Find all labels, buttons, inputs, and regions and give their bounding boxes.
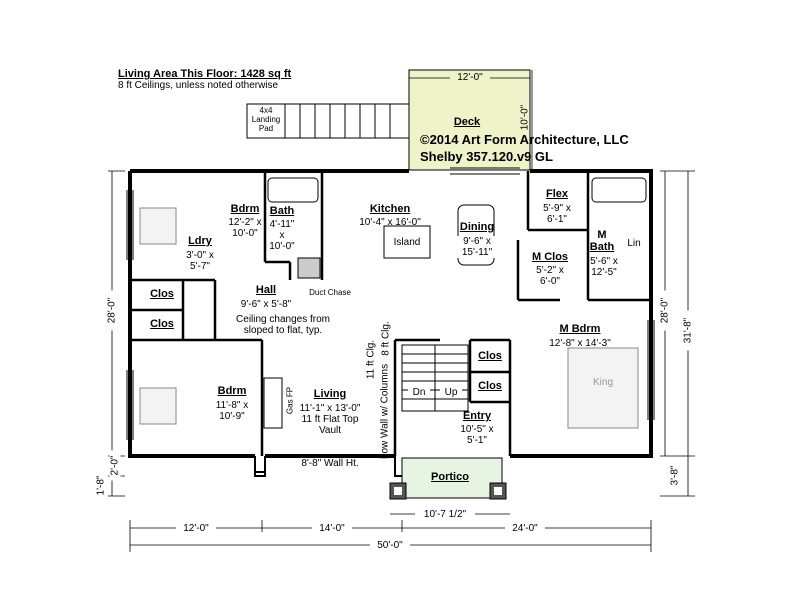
kitchen-island [383, 225, 431, 259]
dining-dim2: 15'-11" [450, 247, 504, 258]
copyright: ©2014 Art Form Architecture, LLC [420, 132, 629, 147]
gas-fp-label: Gas FP [285, 386, 295, 415]
stairs-up-label: Up [440, 387, 462, 398]
king-bed [567, 347, 639, 429]
duct-chase-note: Duct Chase [309, 288, 351, 297]
landing-label-2: Landing [251, 115, 281, 124]
kitchen-dim: 10'-4" x 16'-0" [359, 217, 421, 228]
duct-chase [297, 257, 321, 279]
mbdrm-label: M Bdrm [559, 323, 601, 335]
ldry-dim1: 3'-0" x [186, 250, 214, 261]
fireplace [263, 377, 283, 429]
bath-dim2: x [279, 230, 285, 241]
low-wall-note: Low Wall w/ Columns [379, 363, 391, 460]
deck-depth: 10'-0" [519, 104, 531, 131]
clos4-label: Clos [478, 380, 502, 392]
dim-right-main: 28'-0" [659, 290, 671, 331]
hall-label: Hall [255, 284, 277, 296]
living-vault-1: 11 ft Flat Top [301, 414, 359, 425]
bdrm1-dim1: 12'-2" x [228, 217, 262, 228]
bdrm2-dim1: 11'-8" x [215, 400, 249, 411]
bdrm1-dim2: 10'-0" [232, 228, 258, 239]
portico-area [401, 457, 503, 499]
deck-label: Deck [453, 116, 481, 128]
dim-left-b: 1'-8" [95, 470, 107, 501]
dim-portico: 10'-7 1/2" [415, 509, 475, 520]
mclos-dim1: 5'-2" x [536, 265, 564, 276]
dim-bottom-2: 14'-0" [312, 523, 352, 534]
bdrm2-dim2: 10'-9" [219, 411, 245, 422]
deck-stairs [285, 103, 409, 139]
dining-label: Dining [459, 221, 495, 233]
dining-dim1: 9'-6" x [450, 236, 504, 247]
bath-dim3: 10'-0" [269, 241, 295, 252]
dim-left-main: 28'-0" [106, 290, 118, 331]
portico-label: Portico [431, 471, 469, 483]
mclos-dim2: 6'-0" [540, 276, 560, 287]
mbath-tub [591, 177, 647, 203]
mbath-label-1: M [597, 229, 607, 241]
clos1-label: Clos [150, 288, 174, 300]
area-title: Living Area This Floor: 1428 sq ft [118, 68, 292, 80]
ldry-label: Ldry [188, 235, 212, 247]
deck-width: 12'-0" [450, 72, 490, 83]
ceiling-change-note-2: sloped to flat, typ. [228, 325, 338, 336]
mbath-dim1: 5'-6" x [590, 256, 618, 267]
mbath-label-2: Bath [589, 241, 615, 253]
ceiling-change-note-1: Ceiling changes from [228, 314, 338, 325]
entry-label: Entry [462, 410, 492, 422]
flex-dim1: 5'-9" x [543, 203, 571, 214]
bed-1 [139, 207, 177, 245]
ldry-dim2: 5'-7" [190, 261, 210, 272]
dim-right-small: 3'-8" [669, 460, 681, 491]
mbath-dim2: 12'-5" [591, 267, 617, 278]
wall-height-note: 8'-8" Wall Ht. [290, 458, 370, 469]
dim-left-a: 2'-0" [109, 450, 121, 481]
bed-2 [139, 387, 177, 425]
plan-header: Living Area This Floor: 1428 sq ft 8 ft … [118, 68, 291, 91]
bath-dim1: 4'-11" [269, 219, 295, 230]
island-label: Island [393, 237, 421, 248]
dim-total: 50'-0" [370, 540, 410, 551]
landing-label-3: Pad [258, 124, 274, 133]
flex-dim2: 6'-1" [547, 214, 567, 225]
clos3-label: Clos [478, 350, 502, 362]
landing-label-1: 4x4 [259, 106, 273, 115]
exterior-walls [128, 169, 653, 458]
linen-label: Lin [627, 238, 641, 249]
dim-bottom-1: 12'-0" [176, 523, 216, 534]
clos2-label: Clos [150, 318, 174, 330]
landing-pad [246, 103, 286, 139]
bdrm1-label: Bdrm [230, 203, 260, 215]
plan-name: Shelby 357.120.v9 GL [420, 149, 553, 164]
dim-right-total: 31'-8" [682, 310, 694, 351]
hall-dim: 9'-6" x 5'-8" [240, 299, 292, 310]
entry-dim2: 5'-1" [467, 435, 487, 446]
interior-stairs [401, 344, 469, 412]
entry-dim1: 10'-5" x [460, 424, 494, 435]
king-bed-label: King [592, 377, 613, 388]
stairs-down-label: Dn [408, 387, 430, 398]
living-label: Living [313, 388, 347, 400]
flex-label: Flex [545, 188, 568, 200]
windows [126, 167, 655, 440]
ceiling-note: 8 ft Ceilings, unless noted otherwise [118, 80, 279, 91]
bathtub [267, 177, 319, 203]
dim-bottom-3: 24'-0" [505, 523, 545, 534]
bdrm2-label: Bdrm [217, 385, 247, 397]
living-dim: 11'-1" x 13'-0" [299, 403, 361, 414]
mclos-label: M Clos [531, 251, 569, 263]
living-vault-2: Vault [318, 425, 342, 436]
interior-walls [130, 171, 651, 456]
mbdrm-dim: 12'-8" x 14'-3" [549, 338, 611, 349]
deck-area [408, 69, 531, 171]
kitchen-label: Kitchen [369, 203, 411, 215]
ceiling-11ft-note: 11 ft Clg. [365, 339, 377, 380]
bath-label: Bath [269, 205, 295, 217]
